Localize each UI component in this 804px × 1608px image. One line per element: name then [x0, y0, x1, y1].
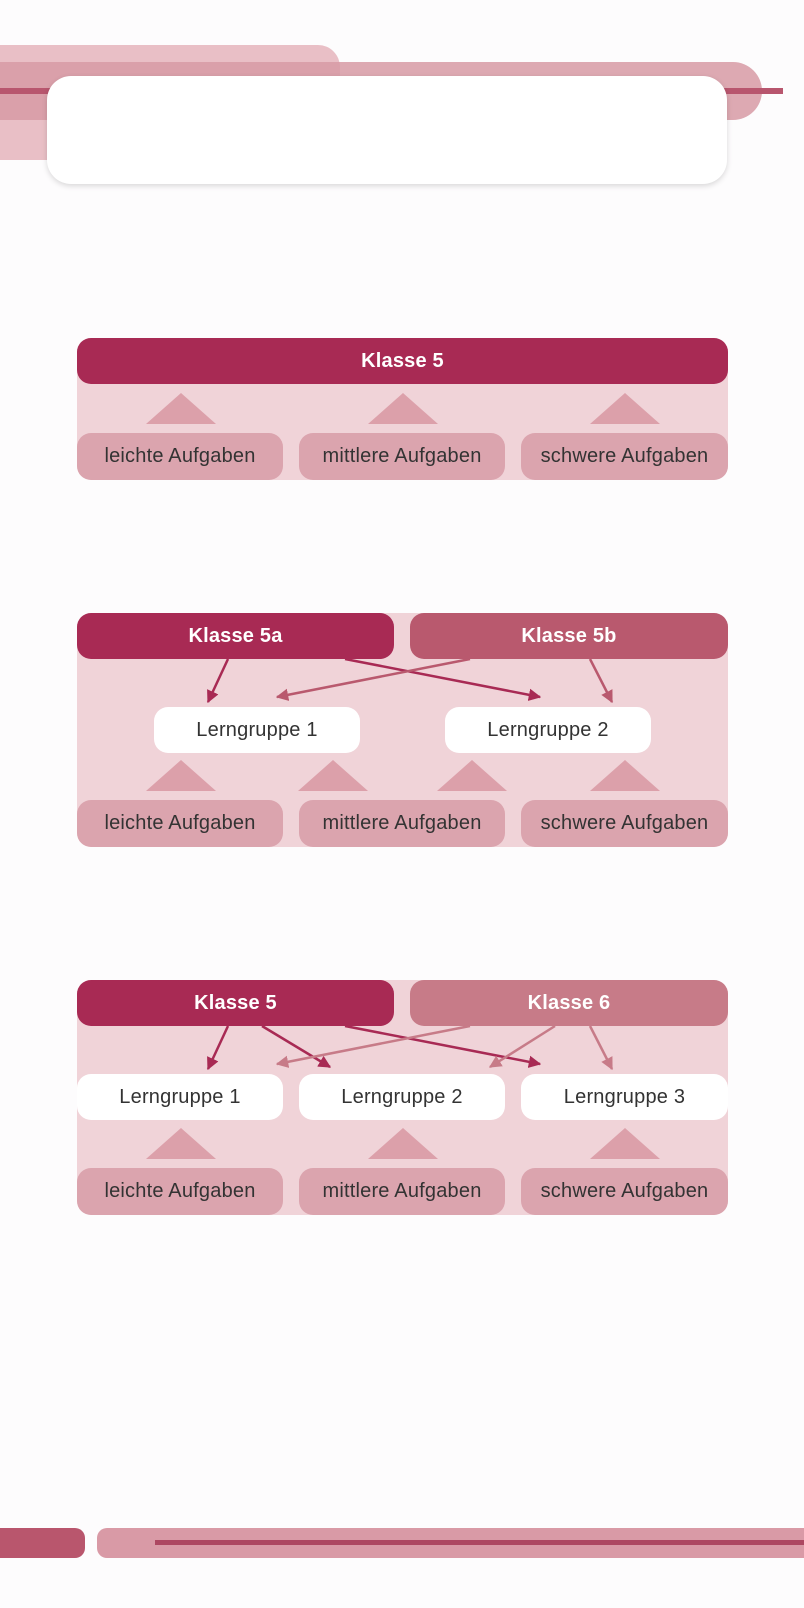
diagram-1-triangle-1: [146, 393, 216, 424]
footer-decoration-line: [155, 1540, 804, 1545]
header-card: [47, 76, 727, 184]
diagram-2-group-2: Lerngruppe 2: [445, 707, 651, 753]
diagram-1-triangle-2: [368, 393, 438, 424]
diagram-3-task-hard: schwere Aufgaben: [521, 1168, 728, 1215]
diagram-3-group-1: Lerngruppe 1: [77, 1074, 283, 1120]
diagram-2-class-b: Klasse 5b: [410, 613, 728, 659]
diagram-3-triangle-3: [590, 1128, 660, 1159]
diagram-2-triangle-1: [146, 760, 216, 791]
diagram-1-task-medium: mittlere Aufgaben: [299, 433, 505, 480]
diagram-2-group-1: Lerngruppe 1: [154, 707, 360, 753]
diagram-1-task-hard: schwere Aufgaben: [521, 433, 728, 480]
diagram-2-triangle-4: [590, 760, 660, 791]
diagram-3-triangle-1: [146, 1128, 216, 1159]
diagram-2-triangle-3: [437, 760, 507, 791]
diagram-3-class-a: Klasse 5: [77, 980, 394, 1026]
diagram-3-task-easy: leichte Aufgaben: [77, 1168, 283, 1215]
diagram-2-triangle-2: [298, 760, 368, 791]
diagram-3-triangle-2: [368, 1128, 438, 1159]
diagram-3-task-medium: mittlere Aufgaben: [299, 1168, 505, 1215]
diagram-2-task-hard: schwere Aufgaben: [521, 800, 728, 847]
diagram-2-class-a: Klasse 5a: [77, 613, 394, 659]
diagram-3-class-b: Klasse 6: [410, 980, 728, 1026]
diagram-1-class: Klasse 5: [77, 338, 728, 384]
diagram-1-task-easy: leichte Aufgaben: [77, 433, 283, 480]
diagram-2-task-medium: mittlere Aufgaben: [299, 800, 505, 847]
diagram-1-triangle-3: [590, 393, 660, 424]
footer-decoration-left: [0, 1528, 85, 1558]
diagram-3-group-2: Lerngruppe 2: [299, 1074, 505, 1120]
diagram-3-group-3: Lerngruppe 3: [521, 1074, 728, 1120]
diagram-2-task-easy: leichte Aufgaben: [77, 800, 283, 847]
